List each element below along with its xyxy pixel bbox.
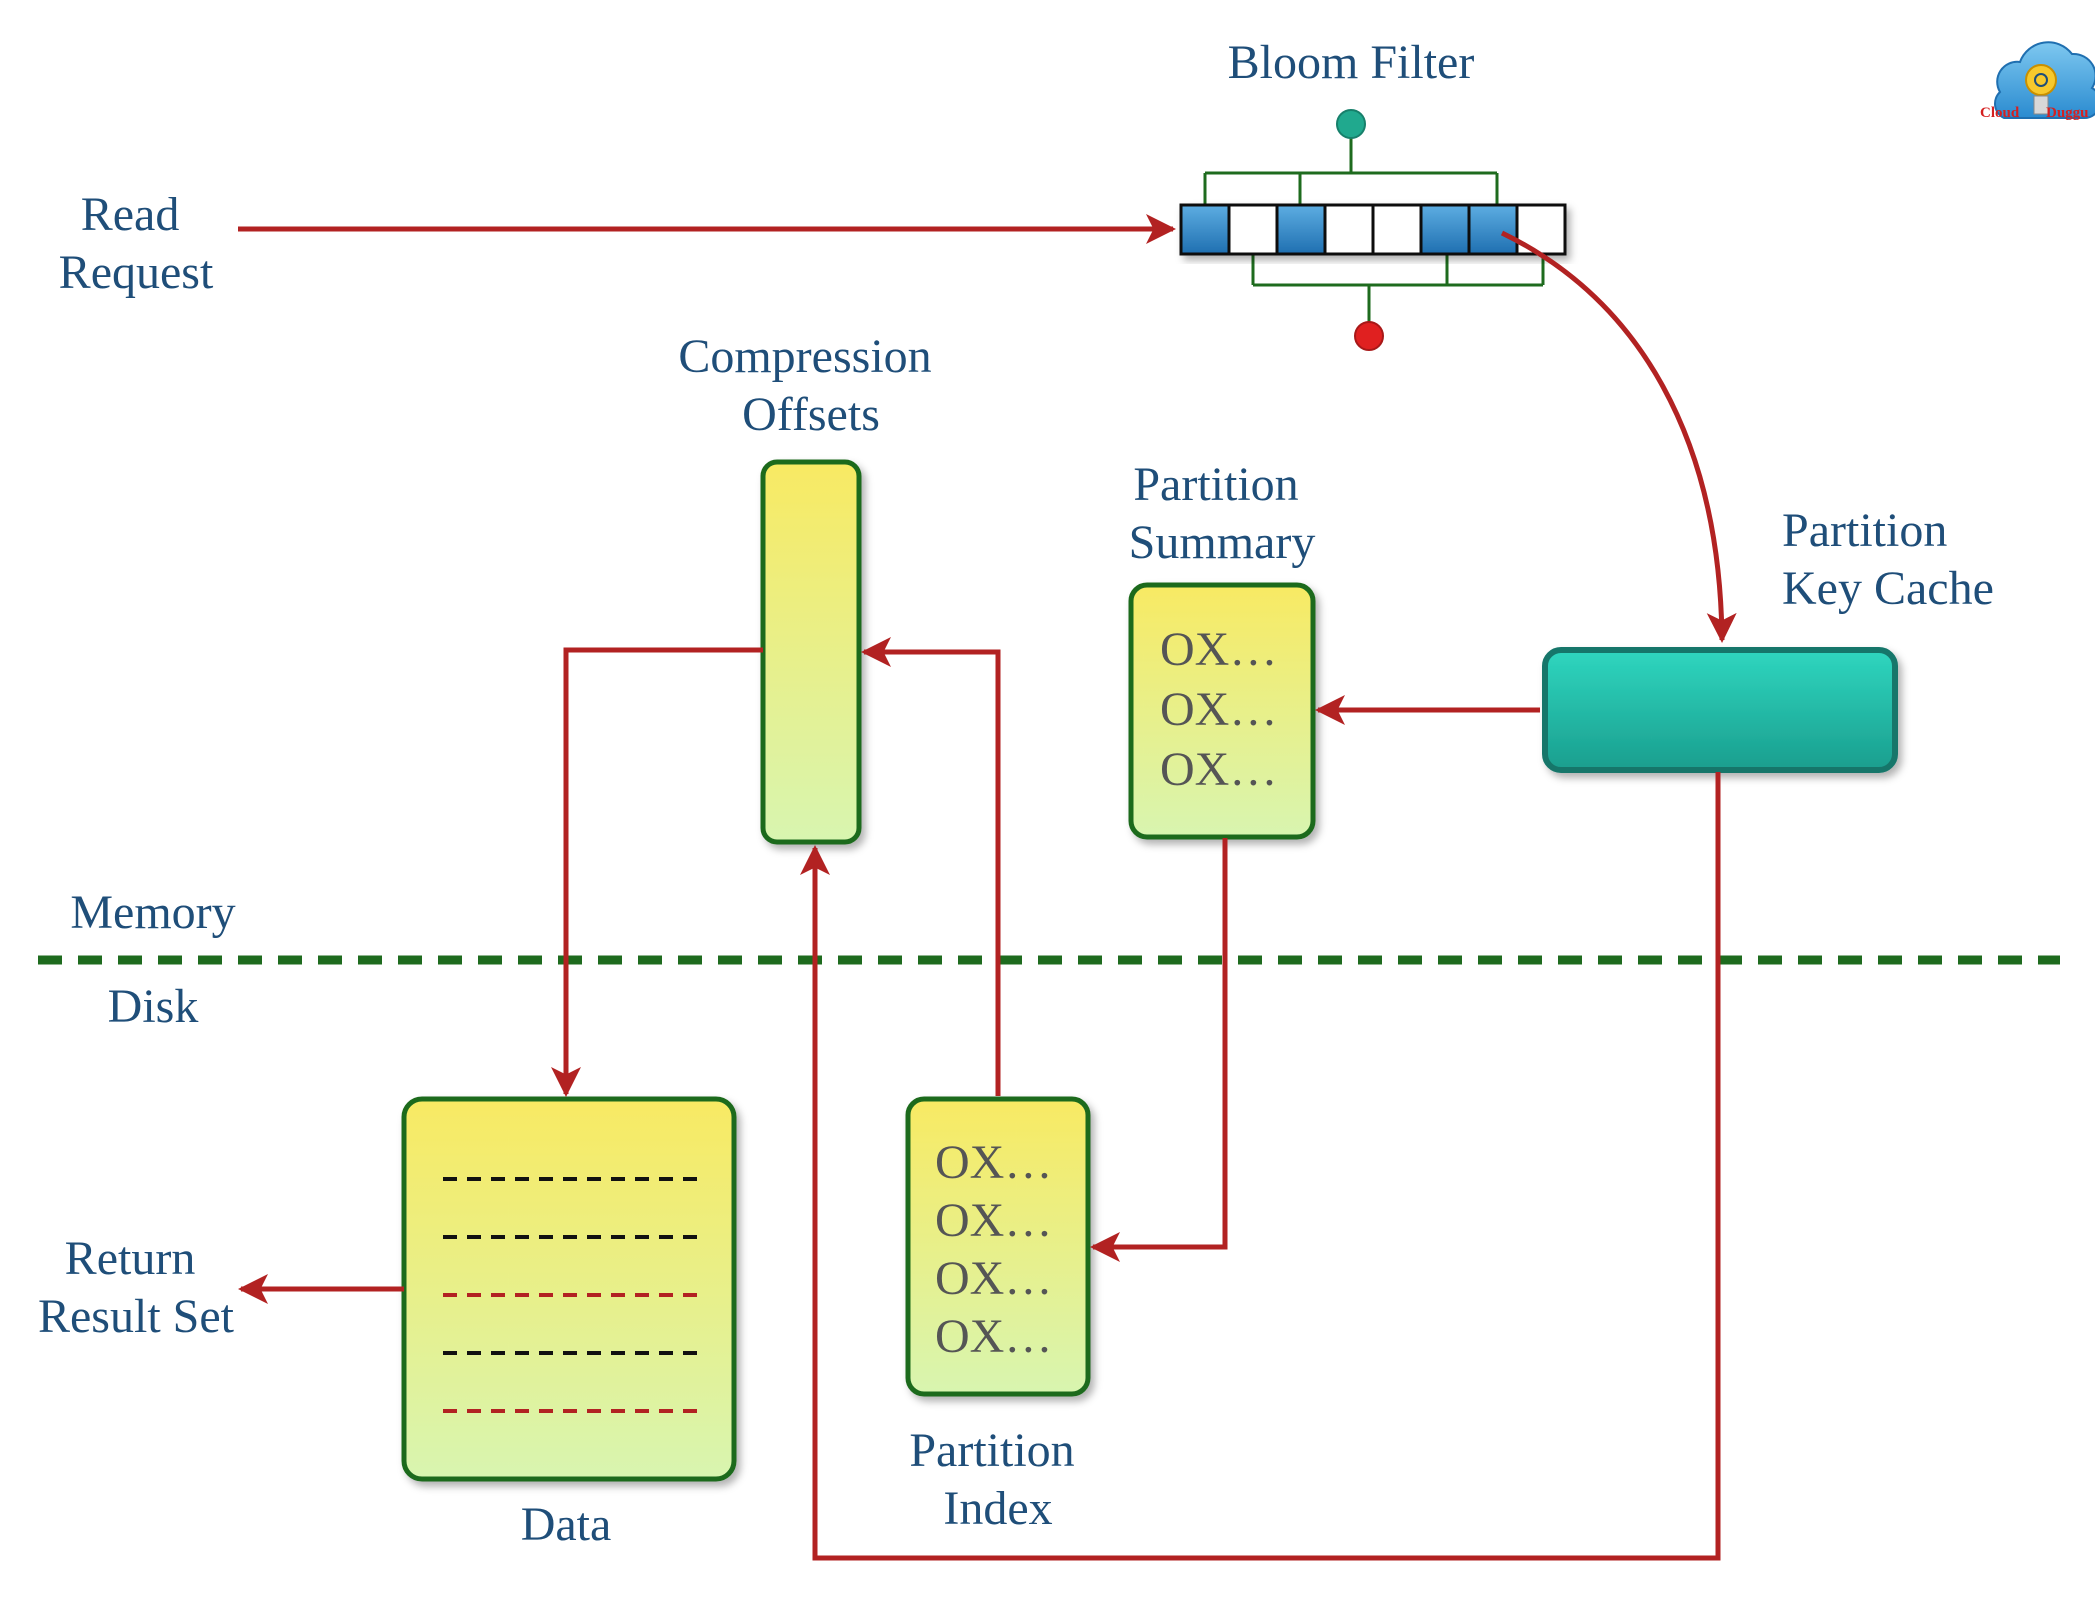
bloom-bit-set bbox=[1467, 203, 1519, 256]
data-lines bbox=[443, 1177, 700, 1413]
compression-offsets-line-2: Offsets bbox=[742, 388, 880, 441]
partition-summary-row: OX… bbox=[1160, 623, 1277, 676]
bloom-filter-bits bbox=[1179, 203, 1567, 256]
index-to-offsets-arrow bbox=[861, 637, 1001, 1096]
partition-summary-label: Partition Summary bbox=[1129, 458, 1316, 569]
memory-label: Memory bbox=[70, 886, 235, 939]
logo-word-duggu: Duggu bbox=[2046, 105, 2089, 121]
bloom-to-key-cache-arrow bbox=[1500, 230, 1737, 643]
compression-offsets-line-1: Compression bbox=[678, 330, 931, 383]
compression-offsets-label: Compression Offsets bbox=[678, 330, 943, 441]
bloom-bit-set bbox=[1419, 203, 1471, 256]
partition-summary-line-1: Partition bbox=[1133, 458, 1298, 511]
offsets-to-data-arrow bbox=[551, 647, 763, 1097]
data-box bbox=[401, 1096, 737, 1482]
key-cache-to-offsets-arrow bbox=[800, 772, 1721, 1561]
return-result-set-line-2: Result Set bbox=[38, 1290, 235, 1343]
partition-index-row: OX… bbox=[935, 1194, 1052, 1247]
partition-index-row: OX… bbox=[935, 1252, 1052, 1305]
disk-label: Disk bbox=[108, 980, 199, 1033]
bloom-hash-top-connectors bbox=[1203, 134, 1499, 205]
partition-index-label: Partition Index bbox=[909, 1424, 1086, 1535]
logo-word-cloud: Cloud bbox=[1980, 105, 2020, 121]
read-request-line-1: Read bbox=[81, 188, 180, 241]
cloudduggu-logo: Cloud Duggu bbox=[1980, 41, 2095, 121]
partition-key-cache-line-2: Key Cache bbox=[1782, 562, 1994, 615]
hash-top-node bbox=[1336, 109, 1366, 139]
partition-summary-box bbox=[1128, 582, 1316, 840]
partition-index-line-1: Partition bbox=[909, 1424, 1074, 1477]
read-request-label: Read Request bbox=[59, 188, 214, 299]
return-result-set-label: Return Result Set bbox=[38, 1232, 235, 1343]
partition-key-cache-label: Partition Key Cache bbox=[1782, 504, 1994, 615]
bloom-filter-label: Bloom Filter bbox=[1228, 36, 1475, 89]
hash-bottom-node bbox=[1354, 321, 1384, 351]
bloom-filter bbox=[1179, 109, 1567, 351]
read-request-line-2: Request bbox=[59, 246, 214, 299]
partition-key-cache bbox=[1542, 647, 1898, 773]
partition-index-line-2: Index bbox=[943, 1482, 1052, 1535]
bloom-bit-clear bbox=[1227, 203, 1279, 256]
partition-index-row: OX… bbox=[935, 1310, 1052, 1363]
bloom-bit-clear bbox=[1323, 203, 1375, 256]
partition-index-row: OX… bbox=[935, 1136, 1052, 1189]
partition-summary-line-2: Summary bbox=[1129, 516, 1316, 569]
bloom-hash-bottom-connectors bbox=[1251, 254, 1545, 322]
bloom-bit-set bbox=[1275, 203, 1327, 256]
partition-summary-row: OX… bbox=[1160, 683, 1277, 736]
bloom-bit-set bbox=[1179, 203, 1231, 256]
lightbulb-icon bbox=[2025, 64, 2057, 96]
compression-offsets-box bbox=[760, 459, 862, 845]
partition-summary-row: OX… bbox=[1160, 743, 1277, 796]
summary-to-index-arrow bbox=[1090, 838, 1228, 1262]
bloom-bit-clear bbox=[1371, 203, 1423, 256]
data-label: Data bbox=[521, 1498, 612, 1551]
partition-index-box bbox=[905, 1096, 1091, 1397]
return-result-set-line-1: Return bbox=[65, 1232, 196, 1285]
partition-key-cache-line-1: Partition bbox=[1782, 504, 1947, 557]
